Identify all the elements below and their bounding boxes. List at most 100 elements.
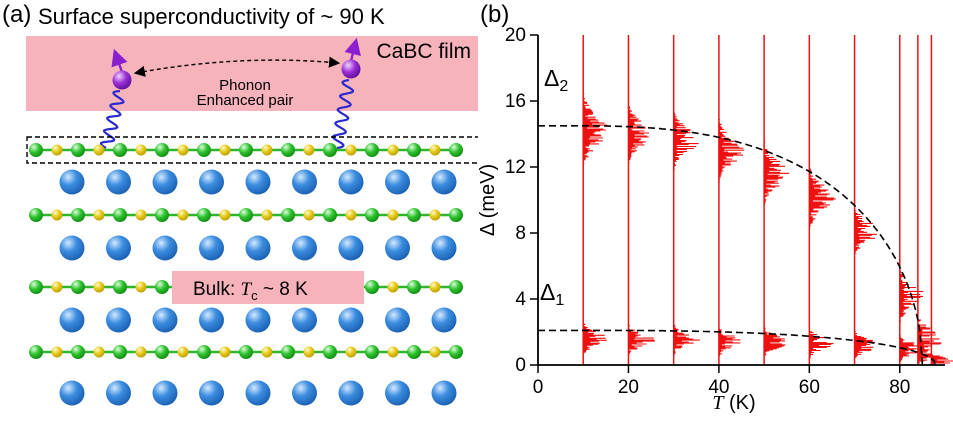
calcium-atom — [59, 169, 85, 195]
carbon-atom — [51, 209, 63, 221]
x-axis-title-rest: (K) — [723, 392, 755, 414]
boron-atom — [281, 143, 295, 157]
calcium-atom — [431, 380, 457, 406]
carbon-atom — [135, 346, 147, 358]
calcium-atom — [245, 169, 271, 195]
calcium-atom — [152, 169, 178, 195]
boron-atom — [197, 345, 211, 359]
boron-atom — [71, 208, 85, 222]
boron-atom — [197, 143, 211, 157]
boron-atom — [407, 345, 421, 359]
panel-a-svg: (a) Surface superconductivity of ~ 90 K … — [2, 1, 478, 406]
boron-atom — [71, 280, 85, 294]
y-tick-label: 8 — [515, 223, 526, 244]
electron-spin-arrow-right — [344, 37, 361, 62]
y-tick-label: 4 — [515, 289, 526, 310]
bulk-label-prefix: Bulk: — [193, 279, 241, 300]
gap-label-delta2-sub: 2 — [559, 78, 568, 95]
delta2-histogram — [809, 167, 836, 230]
x-axis-title-symbol: T — [712, 392, 725, 414]
carbon-atom — [387, 144, 399, 156]
delta2-histogram — [718, 118, 745, 183]
boron-atom — [281, 208, 295, 222]
boron-atom — [365, 143, 379, 157]
bulk-label-symbol: T — [241, 279, 253, 300]
calcium-atom — [59, 235, 85, 261]
bulk-label-suffix: ~ 8 K — [258, 279, 308, 300]
boron-atom — [449, 345, 463, 359]
calcium-atom — [338, 307, 364, 333]
carbon-atom — [261, 346, 273, 358]
delta1-histogram — [854, 330, 876, 358]
delta1-histogram — [809, 331, 834, 359]
calcium-atom — [385, 169, 410, 195]
carbon-atom — [219, 209, 231, 221]
carbon-atom — [303, 346, 315, 358]
carbon-atom — [93, 281, 105, 293]
boron-atom — [449, 208, 463, 222]
x-tick-label: 40 — [708, 377, 729, 398]
boron-atom — [365, 345, 379, 359]
boron-atom — [71, 143, 85, 157]
calcium-atom — [106, 307, 131, 333]
carbon-atom — [177, 144, 189, 156]
calcium-atom — [385, 235, 410, 261]
boron-atom — [407, 280, 421, 294]
phonon-label-line2: Enhanced pair — [197, 92, 294, 109]
panel-a-label: (a) — [2, 1, 31, 28]
boron-atom — [113, 143, 127, 157]
carbon-atom — [93, 209, 105, 221]
calcium-atom — [106, 380, 131, 406]
gap-label-delta2: Δ2 — [544, 65, 568, 95]
crystal-lattice — [29, 78, 463, 406]
calcium-atom — [292, 380, 317, 406]
calcium-atom — [199, 235, 224, 261]
calcium-atom — [152, 235, 178, 261]
carbon-atom — [345, 346, 357, 358]
calcium-atom — [152, 380, 178, 406]
carbon-atom — [51, 346, 63, 358]
calcium-atom — [338, 169, 364, 195]
carbon-atom — [51, 281, 63, 293]
electron-right — [341, 59, 361, 79]
panel-a-title: Surface superconductivity of ~ 90 K — [38, 4, 385, 29]
carbon-atom — [135, 281, 147, 293]
bulk-tc-badge — [172, 271, 364, 304]
boron-atom — [155, 280, 169, 294]
boron-atom — [407, 208, 421, 222]
calcium-atom — [292, 235, 317, 261]
calcium-atom — [106, 169, 131, 195]
calcium-atom — [338, 235, 364, 261]
carbon-atom — [429, 281, 441, 293]
delta1-histogram — [583, 322, 607, 354]
boron-atom — [155, 208, 169, 222]
boron-atom — [29, 208, 43, 222]
delta1-histogram — [673, 324, 700, 355]
carbon-atom — [345, 144, 357, 156]
calcium-atom — [199, 307, 224, 333]
phonon-label-line1: Phonon — [219, 77, 271, 94]
calcium-atom — [106, 235, 131, 261]
delta2-histogram — [628, 105, 649, 164]
y-tick-label: 20 — [505, 25, 526, 46]
carbon-atom — [387, 281, 399, 293]
carbon-atom — [429, 209, 441, 221]
gap-label-delta2-symbol: Δ — [544, 65, 559, 91]
delta2-histogram — [583, 92, 608, 165]
bcs-curve-delta1 — [538, 329, 937, 366]
electron-left — [112, 70, 132, 90]
y-tick-label: 12 — [505, 157, 526, 178]
bulk-tc-label: Bulk: Tc ~ 8 K — [193, 279, 308, 303]
electron-spin-arrow-left — [111, 48, 128, 73]
calcium-atom — [431, 169, 457, 195]
carbon-atom — [219, 346, 231, 358]
carbon-atom — [219, 144, 231, 156]
carbon-atom — [135, 209, 147, 221]
phonon-wave-left — [99, 89, 125, 149]
carbon-atom — [261, 209, 273, 221]
calcium-atom — [245, 380, 271, 406]
